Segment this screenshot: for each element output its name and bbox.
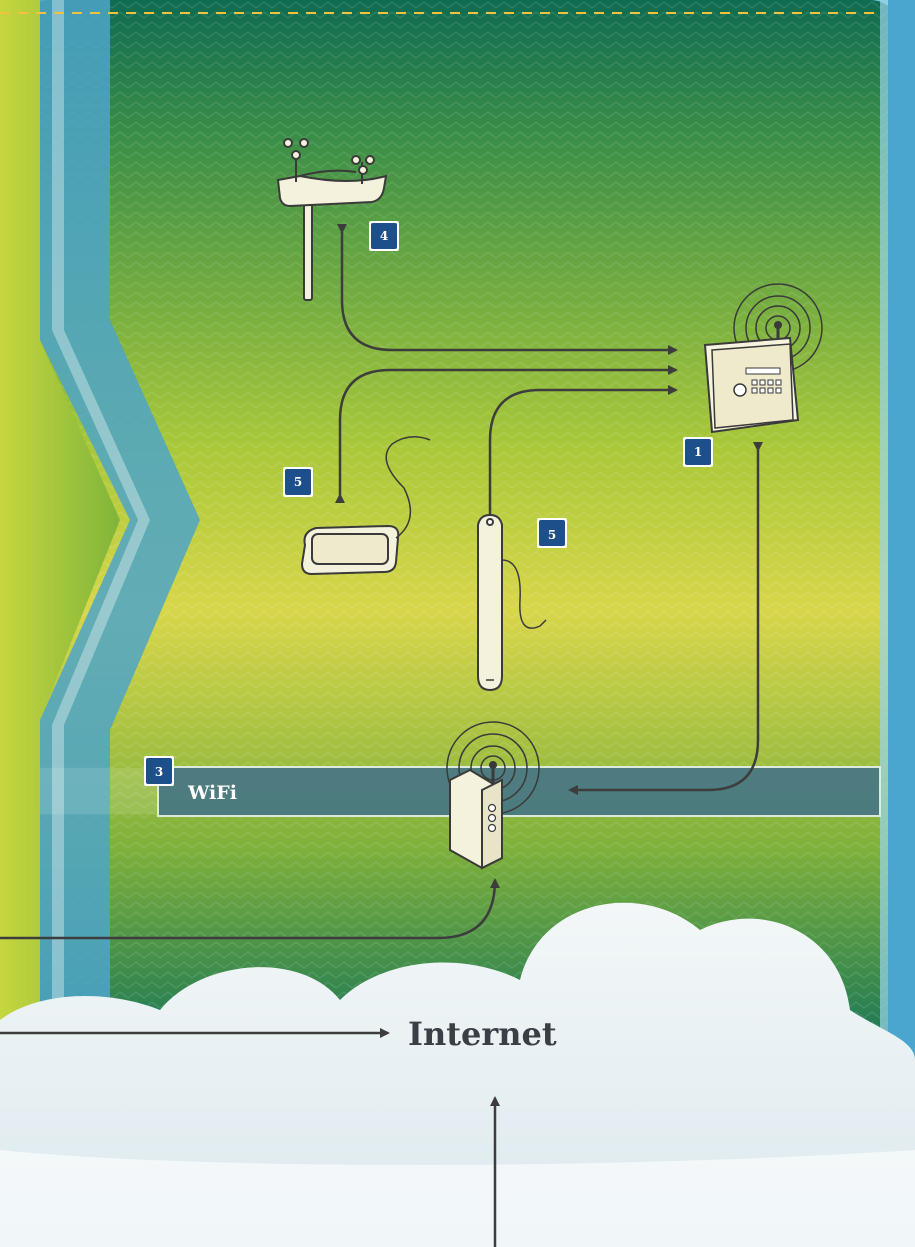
wifi-bar bbox=[158, 767, 880, 816]
badge-console: 1 bbox=[683, 437, 713, 467]
badge-probe-sensor: 5 bbox=[537, 518, 567, 548]
svg-text:1: 1 bbox=[694, 445, 702, 459]
svg-text:4: 4 bbox=[380, 229, 388, 243]
internet-label: Internet bbox=[408, 1015, 557, 1053]
badge-display-sensor: 5 bbox=[283, 467, 313, 497]
badge-weather-station: 4 bbox=[369, 221, 399, 251]
svg-text:5: 5 bbox=[294, 475, 302, 489]
svg-text:3: 3 bbox=[155, 765, 163, 779]
badge-router: 3 bbox=[144, 756, 174, 786]
svg-text:5: 5 bbox=[548, 528, 556, 542]
wifi-label: WiFi bbox=[187, 782, 237, 804]
